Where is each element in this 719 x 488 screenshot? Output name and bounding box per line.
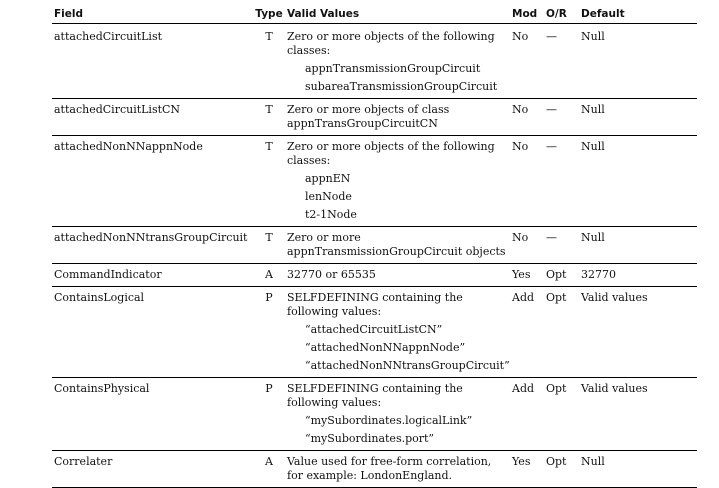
or-cell: Opt: [544, 377, 579, 451]
valid-values-list: appnTransmissionGroupCircuit subareaTrans…: [287, 62, 508, 94]
valid-values-text: SELFDEFINING containing the following va…: [287, 291, 463, 318]
field-cell: attachedCircuitListCN: [52, 98, 253, 136]
valid-values-list: “attachedCircuitListCN” “attachedNonNNapp…: [287, 323, 510, 373]
or-cell: Opt: [544, 286, 579, 378]
valid-value-item: subareaTransmissionGroupCircuit: [305, 80, 498, 93]
mod-cell: No: [510, 135, 544, 227]
mod-cell: No: [510, 226, 544, 264]
header-field: Field: [52, 6, 253, 24]
valid-values-text: 32770 or 65535: [287, 268, 376, 281]
field-cell: CommandIndicator: [52, 263, 253, 287]
valid-value-item: “mySubordinates.logicalLink”: [305, 414, 473, 427]
field-cell: attachedCircuitList: [52, 23, 253, 99]
header-or: O/R: [544, 6, 579, 24]
or-cell: —: [544, 135, 579, 227]
mod-cell: Add: [510, 286, 544, 378]
default-cell: Null: [579, 98, 697, 136]
valid-values-text: Zero or more objects of the following cl…: [287, 140, 495, 167]
default-cell: Valid values: [579, 377, 697, 451]
valid-values-cell: Zero or more objects of the following cl…: [285, 135, 510, 227]
or-cell: —: [544, 98, 579, 136]
valid-values-cell: Zero or more objects of class appnTransG…: [285, 98, 510, 136]
valid-value-item: “attachedNonNNtransGroupCircuit”: [305, 359, 510, 372]
field-cell: attachedNonNNtransGroupCircuit: [52, 226, 253, 264]
valid-values-cell: 32770 or 65535: [285, 263, 510, 287]
or-cell: —: [544, 226, 579, 264]
valid-values-cell: SELFDEFINING containing the following va…: [285, 286, 510, 378]
type-cell: P: [253, 286, 285, 378]
type-cell: T: [253, 98, 285, 136]
or-cell: —: [544, 23, 579, 99]
valid-values-text: Zero or more objects of class appnTransG…: [287, 103, 450, 130]
default-cell: Null: [579, 450, 697, 488]
type-cell: T: [253, 226, 285, 264]
mod-cell: Yes: [510, 450, 544, 488]
valid-value-item: “attachedNonNNappnNode”: [305, 341, 466, 354]
or-cell: Opt: [544, 450, 579, 488]
valid-values-text: Value used for free-form correlation, fo…: [287, 455, 492, 482]
field-cell: ContainsLogical: [52, 286, 253, 378]
field-cell: attachedNonNNappnNode: [52, 135, 253, 227]
header-type: Type: [253, 6, 285, 24]
type-cell: T: [253, 23, 285, 99]
valid-values-cell: Zero or more objects of the following cl…: [285, 23, 510, 99]
default-cell: 32770: [579, 263, 697, 287]
header-valid-values: Valid Values: [285, 6, 510, 24]
type-cell: T: [253, 135, 285, 227]
type-cell: A: [253, 263, 285, 287]
valid-values-list: “mySubordinates.logicalLink” “mySubordina…: [287, 414, 508, 446]
valid-values-cell: Zero or more appnTransmissionGroupCircui…: [285, 226, 510, 264]
header-mod: Mod: [510, 6, 544, 24]
default-cell: Valid values: [579, 286, 697, 378]
valid-values-list: appnEN lenNode t2-1Node: [287, 172, 508, 222]
valid-value-item: appnEN: [305, 172, 351, 185]
default-cell: Null: [579, 23, 697, 99]
attribute-table: Field Type Valid Values Mod O/R Default …: [52, 6, 697, 488]
mod-cell: No: [510, 23, 544, 99]
valid-values-text: Zero or more appnTransmissionGroupCircui…: [287, 231, 506, 258]
type-cell: P: [253, 377, 285, 451]
valid-value-item: “attachedCircuitListCN”: [305, 323, 443, 336]
default-cell: Null: [579, 226, 697, 264]
valid-value-item: appnTransmissionGroupCircuit: [305, 62, 481, 75]
or-cell: Opt: [544, 263, 579, 287]
valid-values-text: SELFDEFINING containing the following va…: [287, 382, 463, 409]
valid-value-item: lenNode: [305, 190, 352, 203]
valid-values-cell: Value used for free-form correlation, fo…: [285, 450, 510, 488]
default-cell: Null: [579, 135, 697, 227]
valid-value-item: “mySubordinates.port”: [305, 432, 435, 445]
type-cell: A: [253, 450, 285, 488]
field-cell: Correlater: [52, 450, 253, 488]
header-default: Default: [579, 6, 697, 24]
valid-values-text: Zero or more objects of the following cl…: [287, 30, 495, 57]
mod-cell: Add: [510, 377, 544, 451]
mod-cell: No: [510, 98, 544, 136]
field-cell: ContainsPhysical: [52, 377, 253, 451]
valid-value-item: t2-1Node: [305, 208, 357, 221]
mod-cell: Yes: [510, 263, 544, 287]
table-header-row: Field Type Valid Values Mod O/R Default: [52, 6, 697, 24]
valid-values-cell: SELFDEFINING containing the following va…: [285, 377, 510, 451]
document-page: Field Type Valid Values Mod O/R Default …: [52, 6, 697, 488]
